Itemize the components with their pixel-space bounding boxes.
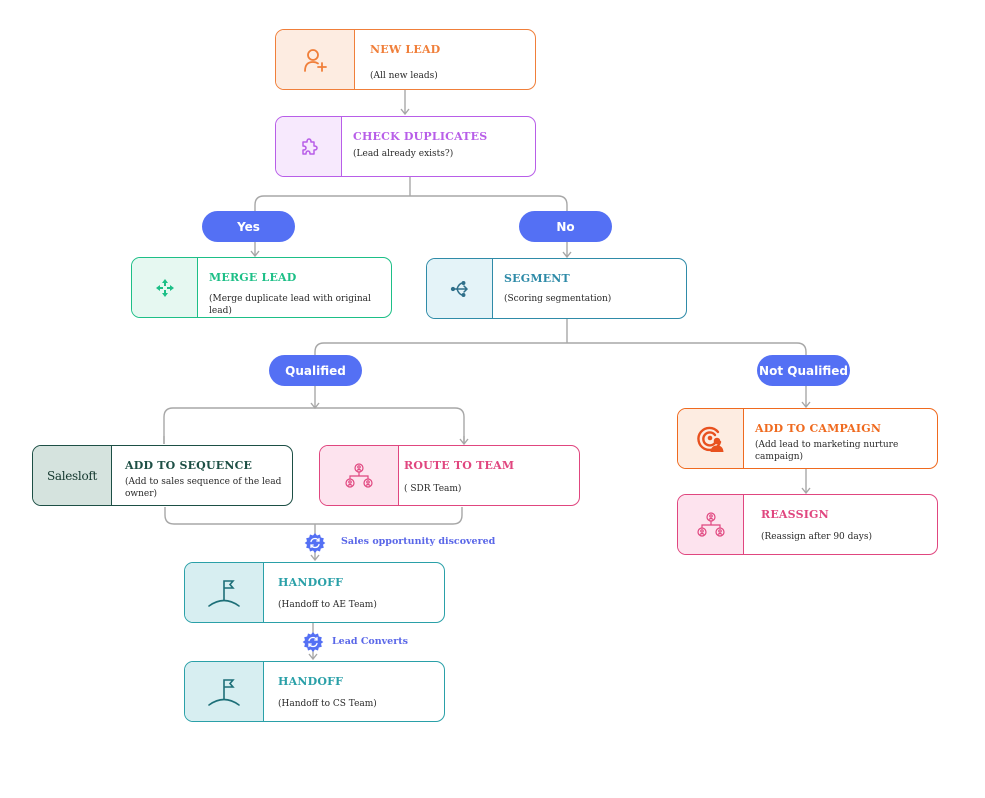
node-add-to-campaign[interactable]: ADD TO CAMPAIGN (Add lead to marketing n… [677, 408, 938, 469]
connector-qualified-branches [163, 407, 465, 444]
node-subtitle: (Handoff to CS Team) [278, 699, 377, 709]
node-subtitle: (Add lead to marketing nurture campaign) [755, 440, 899, 462]
flag-icon [208, 678, 240, 706]
node-title: MERGE LEAD [209, 271, 297, 284]
node-title: NEW LEAD [370, 43, 441, 56]
node-subtitle: (Lead already exists?) [353, 149, 454, 159]
node-title: ROUTE TO TEAM [404, 459, 515, 472]
node-icon-box [132, 258, 198, 317]
node-subtitle: (Scoring segmentation) [504, 294, 612, 304]
target-user-icon [696, 426, 723, 452]
node-subtitle: (Add to sales sequence of the lead owner… [125, 477, 282, 499]
split-arrows-icon [450, 280, 468, 297]
pill-not-qualified[interactable]: Not Qualified [757, 355, 850, 386]
salesloft-logo: Salesloft [46, 468, 98, 483]
node-icon-box [427, 259, 493, 318]
puzzle-icon [301, 137, 318, 155]
node-title: REASSIGN [761, 508, 829, 521]
node-icon-box [678, 409, 744, 468]
node-icon-box [276, 30, 355, 89]
node-icon-box [185, 563, 264, 622]
node-handoff-ae[interactable]: HANDOFF (Handoff to AE Team) [184, 562, 445, 623]
node-title: HANDOFF [278, 675, 344, 688]
user-plus-icon [304, 48, 327, 72]
node-subtitle: ( SDR Team) [404, 484, 462, 494]
node-segment[interactable]: SEGMENT (Scoring segmentation) [426, 258, 687, 319]
node-subtitle: (Handoff to AE Team) [278, 600, 377, 610]
salesloft-logo-box: Salesloft [33, 446, 112, 505]
node-icon-box [320, 446, 399, 505]
node-icon-box [276, 117, 342, 176]
connector-qualified-arrows [163, 436, 464, 444]
node-subtitle: (Reassign after 90 days) [761, 532, 872, 542]
node-icon-box [678, 495, 744, 554]
node-title: SEGMENT [504, 272, 570, 285]
node-title: CHECK DUPLICATES [353, 130, 488, 143]
node-add-to-sequence[interactable]: Salesloft ADD TO SEQUENCE (Add to sales … [32, 445, 293, 506]
node-route-to-team[interactable]: ROUTE TO TEAM ( SDR Team) [319, 445, 580, 506]
pill-qualified[interactable]: Qualified [269, 355, 362, 386]
pill-no[interactable]: No [519, 211, 612, 242]
sync-badge-icon [302, 631, 324, 653]
merge-arrows-icon [155, 278, 174, 297]
sync-badge-icon [304, 532, 326, 554]
node-title: ADD TO CAMPAIGN [755, 422, 882, 435]
connector-segment-split [314, 319, 807, 355]
team-network-icon [696, 511, 725, 537]
node-icon-box [185, 662, 264, 721]
node-reassign[interactable]: REASSIGN (Reassign after 90 days) [677, 494, 938, 555]
node-title: ADD TO SEQUENCE [125, 459, 253, 472]
badge-label-lead-converts: Lead Converts [332, 636, 408, 647]
team-network-icon [345, 462, 373, 488]
node-merge-lead[interactable]: MERGE LEAD (Merge duplicate lead with or… [131, 257, 392, 318]
node-handoff-cs[interactable]: HANDOFF (Handoff to CS Team) [184, 661, 445, 722]
node-subtitle: (All new leads) [370, 71, 438, 81]
node-subtitle: (Merge duplicate lead with original lead… [209, 294, 371, 316]
pill-yes[interactable]: Yes [202, 211, 295, 242]
node-new-lead[interactable]: NEW LEAD (All new leads) [275, 29, 536, 90]
node-check-duplicates[interactable]: CHECK DUPLICATES (Lead already exists?) [275, 116, 536, 177]
connector-check-split [254, 177, 568, 211]
flag-icon [208, 579, 240, 607]
node-title: HANDOFF [278, 576, 344, 589]
badge-label-sales-opportunity: Sales opportunity discovered [341, 536, 496, 547]
